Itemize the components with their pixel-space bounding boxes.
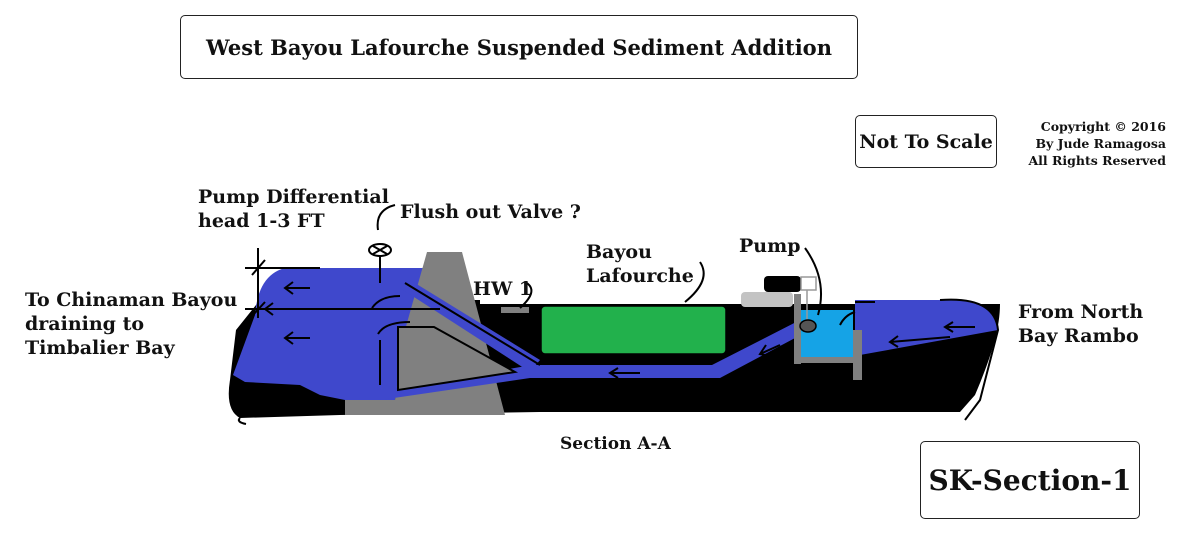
bayou-arrow: [684, 261, 705, 303]
hw1-arrow: [519, 281, 533, 309]
scale-note: Not To Scale: [859, 130, 993, 153]
flow-arrow: [283, 281, 310, 295]
discharge-pipe-upper: [400, 280, 540, 372]
section-label: Section A-A: [560, 434, 671, 454]
flow-arrow: [943, 321, 975, 333]
flow-arrow: [839, 311, 856, 326]
flow-arrow: [371, 295, 401, 309]
pump-housing: [741, 292, 793, 307]
sheet-id-box: SK-Section-1: [920, 441, 1140, 519]
pump-differential-label: Pump Differential head 1-3 FT: [198, 186, 389, 232]
flow-arrow: [888, 335, 951, 348]
copyright-line: Copyright © 2016: [1040, 119, 1166, 134]
hw1-label: HW 1: [473, 278, 533, 300]
sheet-id: SK-Section-1: [928, 463, 1132, 497]
pump-motor-box: [800, 276, 817, 291]
levee-core: [397, 326, 519, 392]
flow-arrow: [481, 304, 501, 316]
dim-tick-bottom: [251, 301, 266, 317]
dim-tick-top: [251, 259, 266, 276]
pump-label: Pump: [739, 235, 801, 257]
diagram-title: West Bayou Lafourche Suspended Sediment …: [206, 34, 832, 60]
bayou-lafourche-label: Bayou Lafourche: [586, 241, 694, 287]
flow-arrow: [263, 302, 275, 316]
inlet-label: From North Bay Rambo: [1018, 301, 1144, 347]
copyright-author: By Jude Ramagosa: [1035, 136, 1166, 151]
copyright-rights: All Rights Reserved: [1028, 153, 1166, 168]
main-pipe: [380, 318, 810, 400]
flow-arrow: [758, 344, 781, 357]
outline-right: [939, 298, 1000, 421]
basin-floor: [794, 357, 854, 363]
highway-slab: [501, 307, 529, 313]
pump-engine: [764, 276, 801, 292]
levee-pipe-edge: [404, 282, 541, 366]
flush-valve-label: Flush out Valve ?: [400, 201, 581, 223]
scale-note-box: Not To Scale: [855, 115, 997, 168]
pump-impeller: [799, 319, 817, 333]
bayou-lafourche-channel: [540, 305, 727, 355]
outline-left: [237, 417, 247, 425]
flush-valve-icon: [368, 243, 392, 257]
basin-wall-right: [853, 330, 862, 380]
basin-wall-left: [794, 294, 801, 364]
flow-arrow: [283, 331, 310, 345]
pump-arrow: [804, 247, 822, 316]
copyright-block: Copyright © 2016 By Jude Ramagosa All Ri…: [1028, 118, 1166, 169]
outlet-label: To Chinaman Bayou draining to Timbalier …: [25, 289, 238, 359]
title-box: West Bayou Lafourche Suspended Sediment …: [180, 15, 858, 79]
outlet-water: [233, 268, 440, 400]
flush-arrow: [376, 204, 396, 231]
flow-arrow: [377, 321, 411, 335]
flow-arrow: [608, 367, 640, 379]
